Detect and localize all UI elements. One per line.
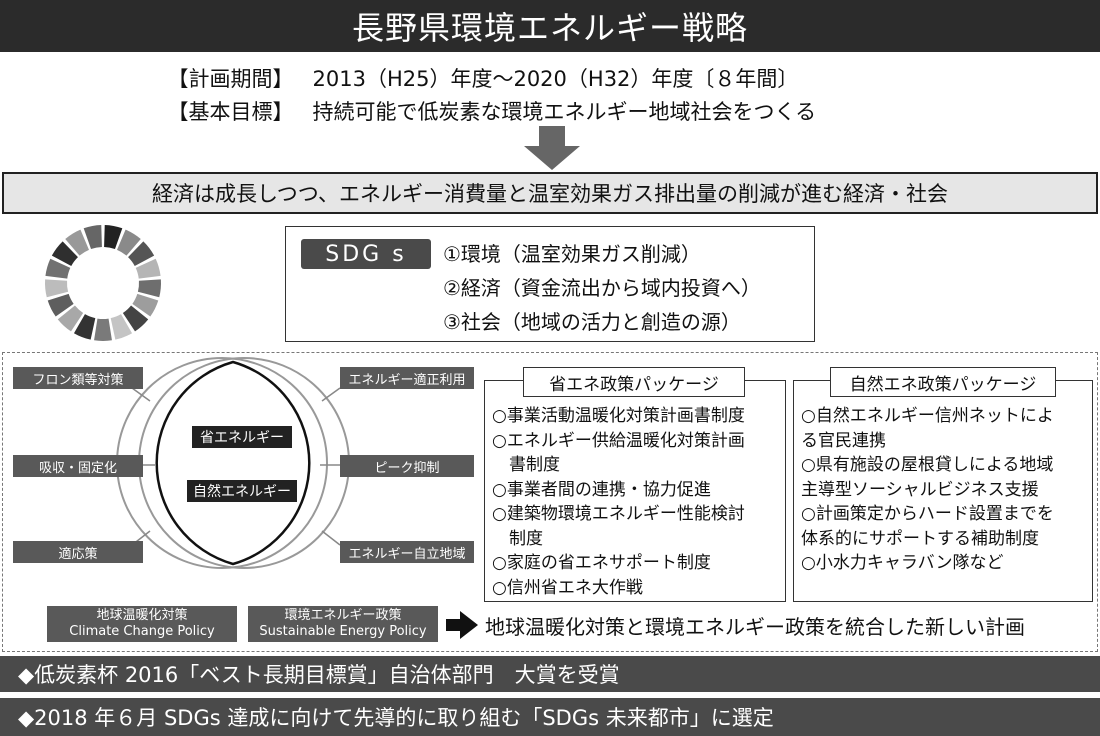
list-item: ○事業活動温暖化対策計画書制度	[492, 406, 745, 426]
sdgs-item-environment: ①環境（温室効果ガス削減）	[443, 242, 701, 266]
climate-policy-ja: 地球温暖化対策	[96, 608, 188, 623]
energy-policy-ja: 環境エネルギー政策	[284, 608, 402, 623]
venn-right-label-self-reliant: エネルギー自立地域	[340, 541, 474, 563]
list-item: 書制度	[492, 455, 560, 475]
sdg-wheel-segment	[122, 305, 149, 332]
sdg-wheel-segment	[132, 293, 159, 317]
list-item: ○家庭の省エネサポート制度	[492, 553, 711, 573]
sdgs-box	[285, 226, 815, 342]
list-item: ○事業者間の連携・協力促進	[492, 479, 711, 500]
list-item: ○信州省エネ大作戦	[492, 577, 643, 598]
sdg-wheel-segment	[45, 258, 71, 279]
plan-period-row: 【計画期間】 2013（H25）年度～2020（H32）年度〔８年間〕	[0, 63, 1100, 93]
list-item: ○小水力キャラバン隊など	[801, 553, 1004, 573]
renewable-package-title: 自然エネ政策パッケージ	[830, 367, 1056, 397]
energy-policy-en: Sustainable Energy Policy	[259, 624, 427, 639]
venn-left-label-adaptation: 適応策	[13, 541, 143, 563]
venn-center-renewable: 自然エネルギー	[187, 480, 297, 502]
goal-statement-box: 経済は成長しつつ、エネルギー消費量と温室効果ガス排出量の削減が進む経済・社会	[2, 172, 1098, 214]
sdg-wheel-segment	[73, 314, 96, 340]
sdgs-badge-text: SDG s	[325, 241, 407, 267]
period-label: 【計画期間】	[167, 67, 294, 91]
plan-goal-row: 【基本目標】 持続可能で低炭素な環境エネルギー地域社会をつくる	[0, 96, 1100, 126]
energy-policy-box: 環境エネルギー政策 Sustainable Energy Policy	[248, 606, 438, 642]
venn-right-label-proper-use: エネルギー適正利用	[340, 367, 474, 389]
sdg-wheel-segment	[104, 225, 123, 250]
list-item: 制度	[492, 528, 543, 549]
page-title: 長野県環境エネルギー戦略	[0, 0, 1100, 52]
sdg-wheel-segment	[110, 314, 133, 340]
list-item: 体系的にサポートする補助制度	[801, 528, 1039, 549]
down-arrow-icon	[524, 126, 580, 170]
goal-value: 持続可能で低炭素な環境エネルギー地域社会をつくる	[312, 100, 817, 124]
renewable-package-list: ○自然エネルギー信州ネットによ る官民連携 ○県有施設の屋根貸しによる地域 主導…	[801, 404, 1091, 576]
title-text: 長野県環境エネルギー戦略	[351, 9, 748, 47]
list-item: ○建築物環境エネルギー性能検討	[492, 504, 745, 524]
list-item: ○自然エネルギー信州ネットによ	[801, 406, 1054, 426]
sdg-wheel-segment	[57, 305, 84, 332]
sdg-wheel-segment	[94, 318, 112, 342]
sdg-wheel-icon	[44, 225, 162, 342]
venn-left-label-freon: フロン類等対策	[13, 367, 143, 389]
list-item: ○エネルギー供給温暖化対策計画	[492, 430, 745, 451]
goal-label: 【基本目標】	[167, 100, 294, 124]
award-banner-sdgs: ◆2018 年６月 SDGs 達成に向けて先導的に取り組む「SDGs 未来都市」…	[0, 698, 1100, 736]
award-banner-low-carbon: ◆低炭素杯 2016「ベスト長期目標賞」自治体部門 大賞を受賞	[0, 656, 1100, 692]
award-text: ◆低炭素杯 2016「ベスト長期目標賞」自治体部門 大賞を受賞	[18, 663, 620, 687]
sdgs-item-society: ③社会（地域の活力と創造の源）	[443, 310, 741, 334]
sdg-wheel-segment	[128, 241, 155, 266]
strategy-area	[2, 352, 1098, 652]
list-item: ○県有施設の屋根貸しによる地域	[801, 455, 1054, 475]
sdg-wheel-segment	[83, 225, 102, 250]
energy-saving-package-title: 省エネ政策パッケージ	[523, 367, 745, 397]
award-text: ◆2018 年６月 SDGs 達成に向けて先導的に取り組む「SDGs 未来都市」…	[18, 706, 774, 730]
energy-saving-package-list: ○事業活動温暖化対策計画書制度 ○エネルギー供給温暖化対策計画 書制度 ○事業者…	[492, 404, 782, 600]
sdgs-badge: SDG s	[301, 239, 431, 269]
venn-center-energy-saving: 省エネルギー	[192, 426, 292, 448]
sdg-wheel-segment	[44, 279, 69, 298]
sdgs-item-economy: ②経済（資金流出から域内投資へ）	[443, 276, 761, 300]
list-item: ○計画策定からハード設置までを	[801, 504, 1054, 524]
sdg-wheel-segment	[135, 258, 161, 279]
climate-policy-en: Climate Change Policy	[69, 624, 215, 639]
sdg-wheel-segment	[65, 229, 89, 256]
sdg-wheel-segment	[117, 229, 141, 256]
period-value: 2013（H25）年度～2020（H32）年度〔８年間〕	[312, 67, 799, 91]
venn-overlap	[155, 360, 311, 566]
venn-circle-right	[138, 357, 350, 569]
sdg-wheel-segment	[137, 279, 162, 298]
list-item: 主導型ソーシャルビジネス支援	[801, 479, 1039, 500]
list-item: る官民連携	[801, 430, 886, 451]
integration-text: 地球温暖化対策と環境エネルギー政策を統合した新しい計画	[485, 615, 1025, 639]
sdg-wheel-segment	[47, 293, 74, 317]
climate-policy-box: 地球温暖化対策 Climate Change Policy	[47, 606, 237, 642]
goal-statement: 経済は成長しつつ、エネルギー消費量と温室効果ガス排出量の削減が進む経済・社会	[152, 182, 948, 206]
right-arrow-icon	[446, 611, 478, 639]
venn-right-label-peak: ピーク抑制	[340, 455, 474, 477]
venn-left-label-absorption: 吸収・固定化	[13, 455, 143, 477]
sdg-wheel-segment	[51, 241, 78, 266]
